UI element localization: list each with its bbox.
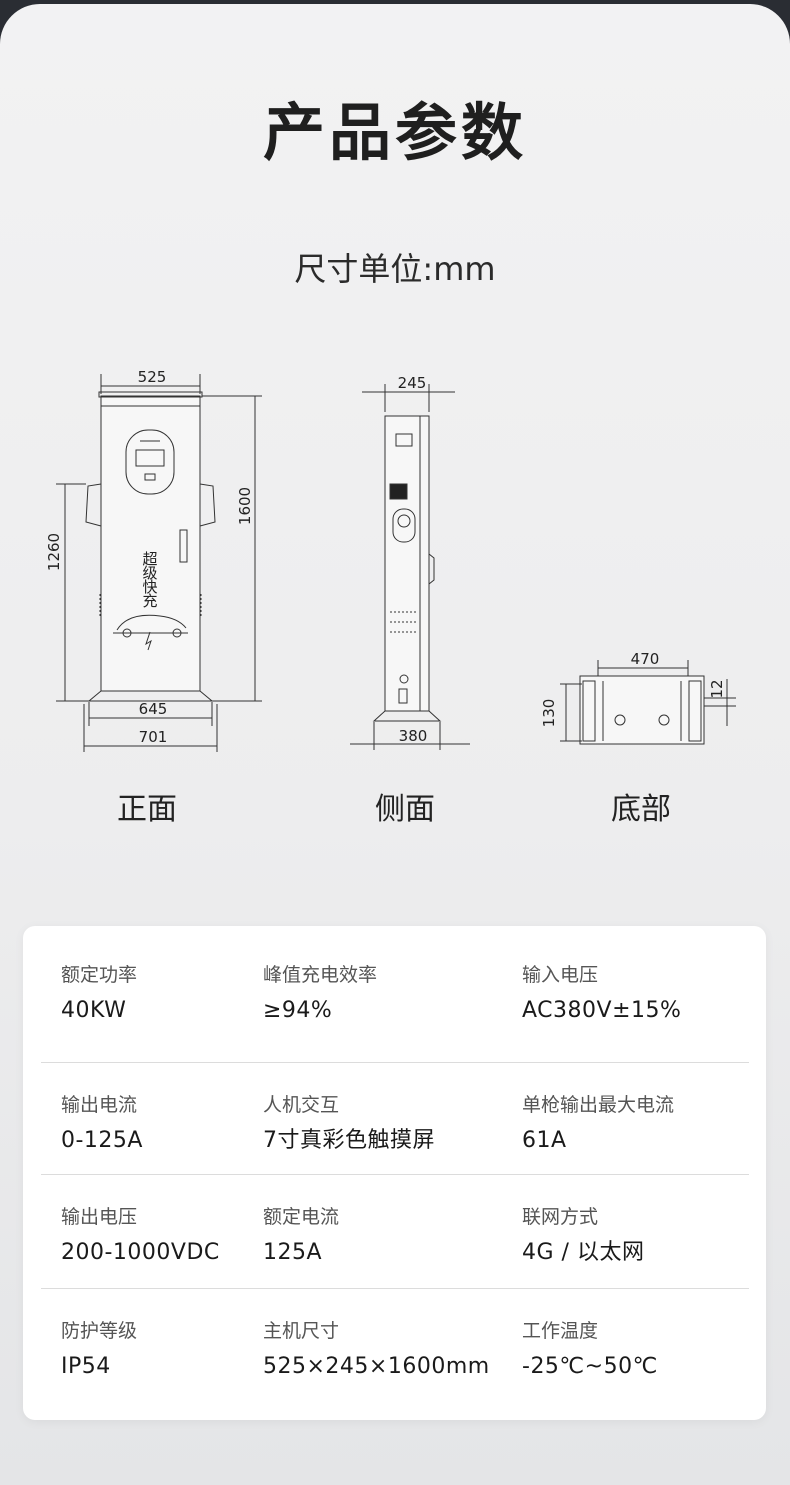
emblem-char: 充 xyxy=(142,592,157,610)
spec-item: 输出电压 200-1000VDC xyxy=(61,1204,220,1268)
spec-label: 输出电流 xyxy=(61,1094,138,1116)
spec-row: 输出电流 0-125A 人机交互 7寸真彩色触摸屏 单枪输出最大电流 61A xyxy=(23,1092,766,1204)
technical-drawings: 超 级 快 充 525 1600 1260 645 701 245 380 47… xyxy=(45,368,736,752)
spec-label: 额定电流 xyxy=(263,1206,340,1228)
bottom-view-label: 底部 xyxy=(611,792,671,827)
front-post-dim: 1260 xyxy=(45,533,63,571)
front-base-top-dim: 645 xyxy=(139,700,168,718)
spec-item: 工作温度 -25℃~50℃ xyxy=(522,1318,658,1382)
row-divider xyxy=(41,1062,749,1063)
side-view-drawing xyxy=(350,384,470,750)
bottom-view-drawing xyxy=(560,660,736,745)
spec-item: 额定电流 125A xyxy=(263,1204,339,1268)
side-view-label: 侧面 xyxy=(375,792,435,827)
spec-item: 输出电流 0-125A xyxy=(61,1092,143,1156)
spec-value: 4G / 以太网 xyxy=(522,1240,645,1265)
spec-value: ≥94% xyxy=(263,998,333,1023)
bottom-depth-dim: 130 xyxy=(540,699,558,728)
side-base-dim: 380 xyxy=(399,727,428,745)
page-title: 产品参数 xyxy=(262,96,527,169)
spec-item: 人机交互 7寸真彩色触摸屏 xyxy=(263,1092,435,1156)
spec-value: 40KW xyxy=(61,998,127,1023)
front-view-label: 正面 xyxy=(117,792,177,827)
spec-label: 输出电压 xyxy=(61,1206,138,1228)
spec-label: 人机交互 xyxy=(263,1094,340,1116)
bottom-width-dim: 470 xyxy=(631,650,660,668)
spec-card: 额定功率 40KW 峰值充电效率 ≥94% 输入电压 AC380V±15% 输出… xyxy=(23,926,766,1420)
spec-label: 防护等级 xyxy=(61,1320,138,1342)
spec-value: 61A xyxy=(522,1128,567,1153)
emblem-char: 级 xyxy=(142,564,157,582)
spec-label: 联网方式 xyxy=(522,1206,599,1228)
spec-item: 额定功率 40KW xyxy=(61,962,137,1026)
spec-value: 7寸真彩色触摸屏 xyxy=(263,1128,435,1153)
spec-value: -25℃~50℃ xyxy=(522,1354,658,1379)
front-height-dim: 1600 xyxy=(236,487,254,525)
spec-value: 125A xyxy=(263,1240,323,1265)
spec-label: 工作温度 xyxy=(522,1320,599,1342)
spec-item: 输入电压 AC380V±15% xyxy=(522,962,681,1026)
spec-value: 0-125A xyxy=(61,1128,143,1153)
spec-item: 联网方式 4G / 以太网 xyxy=(522,1204,644,1268)
row-divider xyxy=(41,1288,749,1289)
spec-value: 525×245×1600mm xyxy=(263,1354,490,1379)
spec-value: 200-1000VDC xyxy=(61,1240,220,1265)
spec-label: 主机尺寸 xyxy=(263,1320,340,1342)
front-width-dim: 525 xyxy=(138,368,167,386)
spec-item: 主机尺寸 525×245×1600mm xyxy=(263,1318,490,1382)
front-base-bottom-dim: 701 xyxy=(139,728,168,746)
front-view-drawing xyxy=(56,374,262,752)
spec-item: 单枪输出最大电流 61A xyxy=(522,1092,674,1156)
spec-value: AC380V±15% xyxy=(522,998,682,1023)
spec-label: 单枪输出最大电流 xyxy=(522,1094,675,1116)
dimension-unit-note: 尺寸单位:mm xyxy=(294,250,496,288)
spec-item: 防护等级 IP54 xyxy=(61,1318,137,1382)
emblem-char: 超 xyxy=(142,550,157,568)
bottom-gap-dim: 12 xyxy=(708,679,726,698)
emblem-char: 快 xyxy=(142,578,157,596)
spec-label: 额定功率 xyxy=(61,964,138,986)
spec-item: 峰值充电效率 ≥94% xyxy=(263,962,377,1026)
spec-label: 输入电压 xyxy=(522,964,599,986)
spec-value: IP54 xyxy=(61,1354,111,1379)
spec-row: 额定功率 40KW 峰值充电效率 ≥94% 输入电压 AC380V±15% xyxy=(23,962,766,1074)
row-divider xyxy=(41,1174,749,1175)
side-depth-dim: 245 xyxy=(398,374,427,392)
spec-label: 峰值充电效率 xyxy=(263,964,378,986)
spec-row: 输出电压 200-1000VDC 额定电流 125A 联网方式 4G / 以太网 xyxy=(23,1204,766,1316)
product-parameters-page: 产品参数 尺寸单位:mm xyxy=(0,4,790,1485)
spec-row: 防护等级 IP54 主机尺寸 525×245×1600mm 工作温度 -25℃~… xyxy=(23,1318,766,1430)
